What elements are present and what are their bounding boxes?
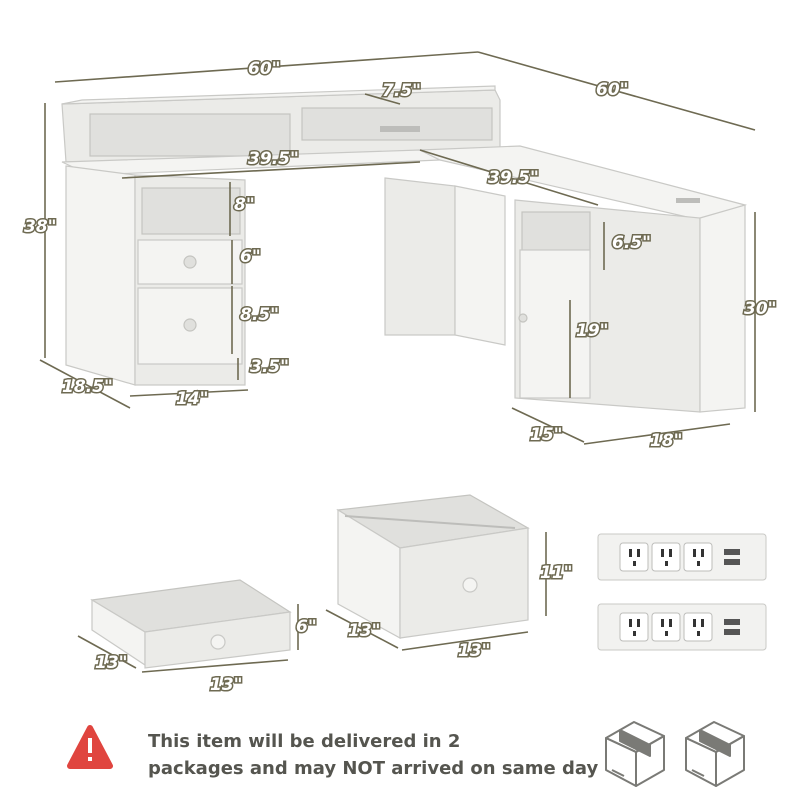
- dim-left-depth: 18.5": [62, 377, 113, 397]
- dim-total-height: 38": [24, 217, 57, 237]
- warning-icon: [67, 725, 113, 769]
- package-box-icon-1: [605, 721, 665, 787]
- dim-file-drawer-depth: 13": [348, 621, 381, 641]
- dim-desk-width: 60": [248, 59, 281, 79]
- dim-base-h: 3.5": [250, 357, 289, 377]
- desk-dimension-lines: [39, 51, 756, 445]
- dim-small-drawer-width: 13": [210, 675, 243, 695]
- dim-file-drawer-height: 11": [540, 563, 573, 583]
- dim-desk-height: 30": [744, 299, 777, 319]
- dim-door-h: 19": [576, 321, 609, 341]
- small-drawer-illustration: 13" 13" 6": [77, 579, 318, 697]
- dim-right-cubby-h: 6.5": [612, 233, 651, 253]
- power-strip-1: [597, 533, 767, 581]
- delivery-notice: This item will be delivered in 2 package…: [148, 728, 608, 782]
- dim-cubby-height: 8": [234, 195, 255, 215]
- desk-dimension-labels: 60" 60" 7.5" 39.5" 39.5" 38" 30" 8" 6" 8…: [23, 58, 779, 453]
- dim-top-left-span: 39.5": [248, 149, 299, 169]
- power-strip-2: [597, 603, 767, 651]
- dim-hutch-depth: 7.5": [382, 81, 421, 101]
- dim-small-drawer-height: 6": [296, 617, 317, 637]
- delivery-notice-line-2: packages and may NOT arrived on same day: [148, 758, 599, 779]
- dim-drawer-file-h: 8.5": [240, 305, 279, 325]
- l-shaped-desk: [61, 85, 748, 413]
- dim-right-cabinet-w: 18": [650, 431, 683, 451]
- dim-drawer-small-h: 6": [240, 247, 261, 267]
- package-box-icon-2: [685, 721, 745, 787]
- dim-left-cabinet-w: 14": [176, 389, 209, 409]
- dim-return-width: 60": [596, 80, 629, 100]
- file-drawer-illustration: 13" 13" 11": [325, 494, 574, 663]
- dim-file-drawer-width: 13": [458, 641, 491, 661]
- delivery-notice-line-1: This item will be delivered in 2: [148, 731, 461, 752]
- dim-right-depth: 15": [530, 425, 563, 445]
- dim-small-drawer-depth: 13": [95, 653, 128, 673]
- dim-top-right-span: 39.5": [488, 168, 539, 188]
